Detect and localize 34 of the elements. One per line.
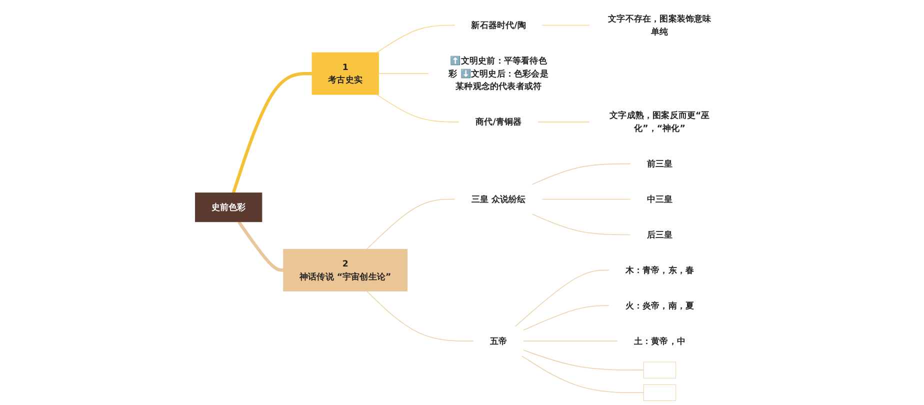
- node-text: 火：炎帝，南，夏: [624, 300, 694, 310]
- connector: [520, 355, 644, 394]
- node-text: 木：青帝，东，春: [624, 264, 694, 276]
- connector: [541, 24, 590, 26]
- connector: [514, 270, 610, 327]
- connector: [231, 72, 312, 194]
- connector: [522, 305, 610, 331]
- node-box: [642, 384, 676, 401]
- node-text: 新石器时代/陶: [470, 20, 526, 30]
- node-text: ⬆文明史前：平等看待色彩 ⬇文明史后：色彩会是某种观念的代表者或符: [448, 55, 548, 92]
- node-text: 三皇 众说纷纭: [470, 194, 526, 204]
- connector: [366, 198, 456, 250]
- connector: [530, 213, 631, 236]
- connector: [378, 73, 429, 74]
- node-text: 后三皇: [646, 229, 672, 240]
- connector: [530, 163, 631, 186]
- connector: [522, 340, 618, 342]
- node-text: 文字成熟，图案反而更“巫化”，“神化”: [609, 110, 710, 134]
- connector: [237, 220, 283, 272]
- node-box: [311, 52, 378, 95]
- node-text: 土：黄帝，中: [633, 336, 686, 346]
- connector: [541, 198, 631, 200]
- node-box: [194, 192, 262, 222]
- node-text: 中三皇: [646, 194, 672, 204]
- node-box: [282, 248, 408, 292]
- connector: [376, 24, 456, 54]
- connector: [522, 350, 644, 370]
- node-box: [642, 362, 676, 378]
- connector: [376, 94, 460, 122]
- node-text: 文字不存在，图案装饰意味单纯: [608, 13, 711, 37]
- node-text: 前三皇: [646, 158, 672, 169]
- node-text: 五帝: [490, 336, 507, 346]
- node-text: 商代/青铜器: [475, 116, 522, 127]
- connector: [366, 290, 474, 342]
